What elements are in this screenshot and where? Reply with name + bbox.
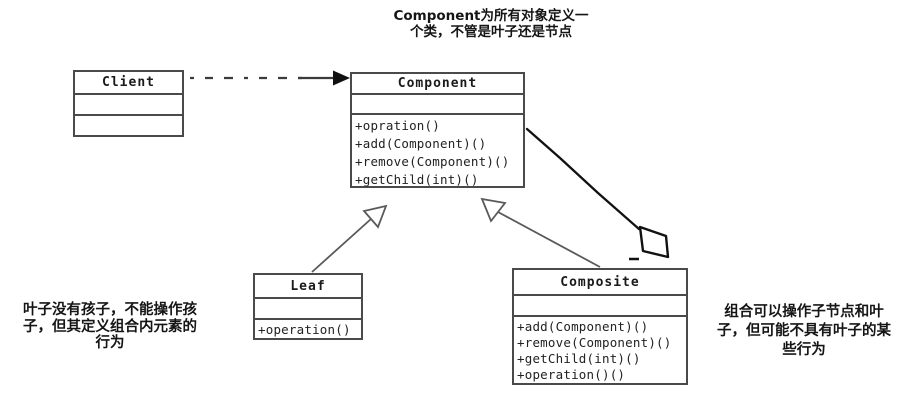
text-line: 个类，不管是叶子还是节点 (410, 23, 572, 40)
methods-compartment: +add(Component)()+remove(Component)()+ge… (514, 317, 686, 383)
leaf-inheritance-arrow (311, 204, 388, 273)
client-component-dependency-arrow (190, 70, 350, 86)
component-note: Component为所有对象定义一个类，不管是叶子还是节点 (330, 8, 652, 40)
text-line: +opration() (355, 118, 440, 133)
component-composite-aggregation-line (525, 127, 670, 261)
text-line: +getChild(int)() (517, 351, 641, 366)
text-line: 叶子没有孩子，不能操作孩 (23, 302, 197, 318)
class-box-composite: Composite +add(Component)()+remove(Compo… (512, 268, 688, 385)
hollow-triangle-icon (362, 204, 388, 229)
text-line: +operation()() (517, 367, 626, 382)
attributes-compartment (75, 95, 182, 116)
attributes-compartment (255, 299, 361, 320)
text-line: +add(Component)() (517, 319, 649, 334)
text-line: 组合可以操作子节点和叶 (724, 304, 884, 320)
text-line: 行为 (95, 335, 125, 351)
composite-note: 组合可以操作子节点和叶子，但可能不具有叶子的某些行为 (693, 303, 915, 360)
text-line: +add(Component)() (355, 136, 487, 151)
methods-compartment: +opration() +add(Component)() +remove(Comp… (352, 115, 523, 189)
hollow-triangle-icon (480, 197, 507, 223)
text-line: +remove(Component)() (517, 335, 672, 350)
text-line: +operation() (258, 322, 351, 337)
methods-compartment: +operation() (255, 320, 361, 338)
class-title: Leaf (255, 275, 361, 299)
class-title: Component (352, 74, 523, 95)
text-line: Component为所有对象定义一 (393, 8, 589, 24)
hollow-diamond-icon (638, 225, 670, 259)
class-box-component: Component +opration() +add(Component)() +r… (350, 72, 525, 188)
composite-inheritance-arrow (480, 197, 601, 268)
leaf-note: 叶子没有孩子，不能操作孩子，但其定义组合内元素的行为 (0, 302, 220, 352)
class-title: Client (75, 72, 182, 95)
class-title: Composite (514, 270, 686, 296)
class-box-client: Client (73, 70, 184, 137)
text-line: 子，但其定义组合内元素的 (23, 318, 197, 335)
methods-compartment (75, 116, 182, 135)
text-line: 子，但可能不具有叶子的某 (717, 323, 891, 339)
attributes-compartment (352, 95, 523, 115)
class-box-leaf: Leaf +operation() (253, 273, 363, 340)
text-line: +getChild(int)() (355, 172, 479, 187)
text-line: +remove(Component)() (355, 154, 510, 169)
text-line: 些行为 (782, 342, 826, 358)
attributes-compartment (514, 296, 686, 317)
solid-arrowhead-icon (333, 70, 350, 86)
